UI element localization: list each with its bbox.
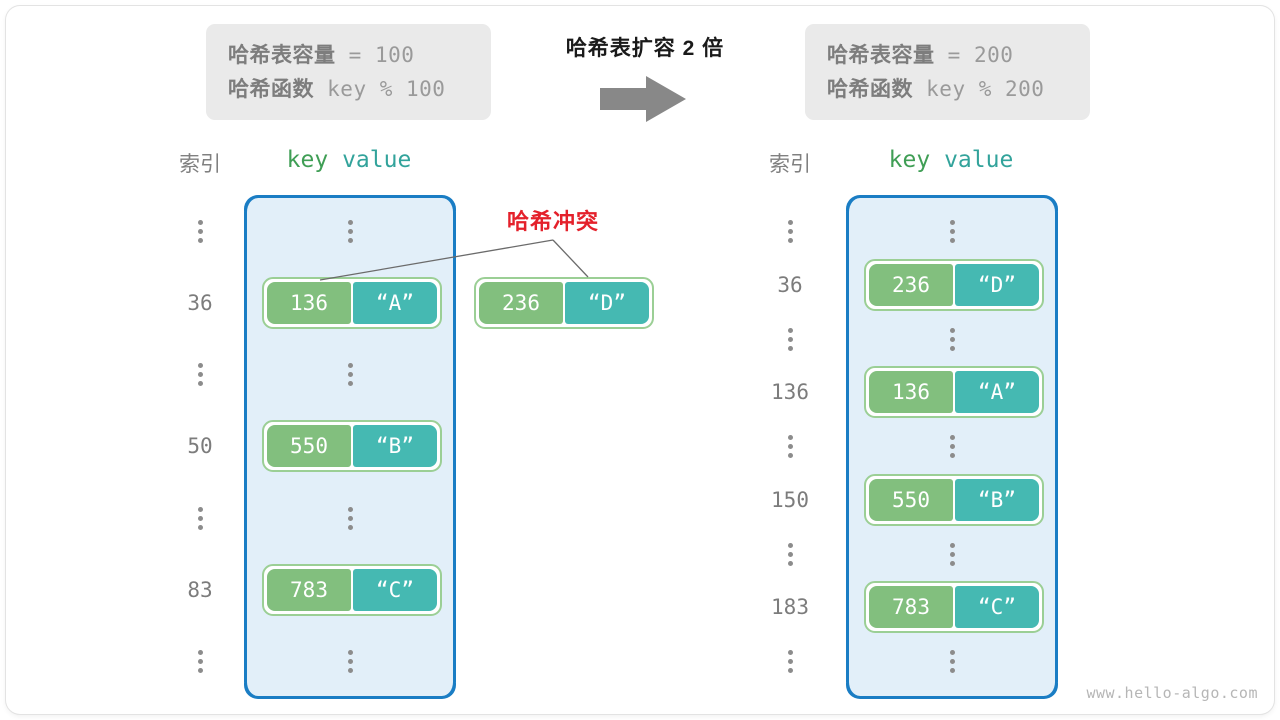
right-pair-value: “B”	[955, 478, 1039, 521]
hashfn-line-after: 哈希函数 key % 200	[827, 72, 1068, 106]
ellipsis-dots	[310, 506, 390, 530]
hashfn-value-before: key % 100	[327, 77, 446, 101]
ellipsis-dots	[750, 435, 830, 458]
ellipsis-dots	[912, 542, 992, 566]
right-index-cell: 36	[777, 272, 803, 297]
colliding-pair-key: 236	[479, 282, 563, 324]
right-index-cell: 136	[771, 380, 809, 405]
ellipsis-dots	[750, 542, 830, 566]
colliding-pair[interactable]: 236 “D”	[474, 277, 654, 329]
right-pair-key: 783	[869, 586, 953, 629]
left-index-header: 索引	[179, 153, 221, 176]
right-pair-value: “D”	[955, 263, 1039, 306]
right-kv-pair[interactable]: 550“B”	[864, 473, 1044, 526]
ellipsis-dots	[310, 363, 390, 387]
ellipsis-dots	[912, 220, 992, 243]
right-index-header: 索引	[769, 153, 811, 176]
right-kv-pair[interactable]: 136“A”	[864, 366, 1044, 419]
left-kv-pair[interactable]: 550“B”	[262, 420, 442, 473]
capacity-line-before: 哈希表容量 = 100	[228, 38, 469, 72]
left-index-cell: 36	[187, 290, 213, 315]
left-pair-value: “C”	[353, 568, 437, 611]
right-arrow-icon	[600, 76, 686, 122]
ellipsis-dots	[160, 220, 240, 243]
ellipsis-dots	[310, 220, 390, 243]
watermark: www.hello-algo.com	[1086, 684, 1258, 702]
colliding-pair-value: “D”	[565, 282, 649, 324]
info-box-after: 哈希表容量 = 200 哈希函数 key % 200	[805, 24, 1090, 120]
left-pair-key: 550	[267, 425, 351, 468]
ellipsis-dots	[912, 327, 992, 351]
left-index-cell: 50	[187, 434, 213, 459]
left-pair-value: “A”	[353, 281, 437, 324]
capacity-label-before: 哈希表容量	[228, 43, 336, 67]
ellipsis-dots	[912, 650, 992, 673]
right-pair-value: “C”	[955, 586, 1039, 629]
left-key-header: key	[286, 147, 329, 173]
left-kv-pair[interactable]: 136“A”	[262, 276, 442, 329]
ellipsis-dots	[750, 220, 830, 243]
left-value-header: value	[328, 147, 412, 173]
ellipsis-dots	[912, 435, 992, 458]
left-kv-pair[interactable]: 783“C”	[262, 563, 442, 616]
ellipsis-dots	[750, 650, 830, 673]
collision-label: 哈希冲突	[506, 209, 599, 234]
hashfn-label-after: 哈希函数	[827, 77, 913, 101]
right-key-header: key	[888, 147, 931, 173]
left-kv-header: key value	[234, 147, 464, 173]
right-pair-key: 550	[869, 478, 953, 521]
left-index-cell: 83	[187, 577, 213, 602]
right-kv-pair[interactable]: 783“C”	[864, 581, 1044, 634]
right-kv-pair[interactable]: 236“D”	[864, 258, 1044, 311]
right-value-header: value	[930, 147, 1014, 173]
right-pair-value: “A”	[955, 371, 1039, 414]
capacity-value-before: = 100	[348, 43, 415, 67]
capacity-line-after: 哈希表容量 = 200	[827, 38, 1068, 72]
ellipsis-dots	[160, 363, 240, 387]
capacity-label-after: 哈希表容量	[827, 43, 935, 67]
right-kv-header: key value	[836, 147, 1066, 173]
left-pair-key: 136	[267, 281, 351, 324]
right-pair-key: 136	[869, 371, 953, 414]
hashfn-value-after: key % 200	[926, 77, 1045, 101]
page-frame	[6, 6, 1274, 714]
ellipsis-dots	[750, 327, 830, 351]
ellipsis-dots	[310, 650, 390, 674]
left-pair-value: “B”	[353, 425, 437, 468]
ellipsis-dots	[160, 650, 240, 674]
right-index-cell: 150	[771, 487, 809, 512]
capacity-value-after: = 200	[947, 43, 1014, 67]
right-index-cell: 183	[771, 595, 809, 620]
ellipsis-dots	[160, 506, 240, 530]
hashfn-line-before: 哈希函数 key % 100	[228, 72, 469, 106]
left-pair-key: 783	[267, 568, 351, 611]
right-pair-key: 236	[869, 263, 953, 306]
hashfn-label-before: 哈希函数	[228, 77, 314, 101]
page-title: 哈希表扩容 2 倍	[565, 37, 725, 60]
info-box-before: 哈希表容量 = 100 哈希函数 key % 100	[206, 24, 491, 120]
